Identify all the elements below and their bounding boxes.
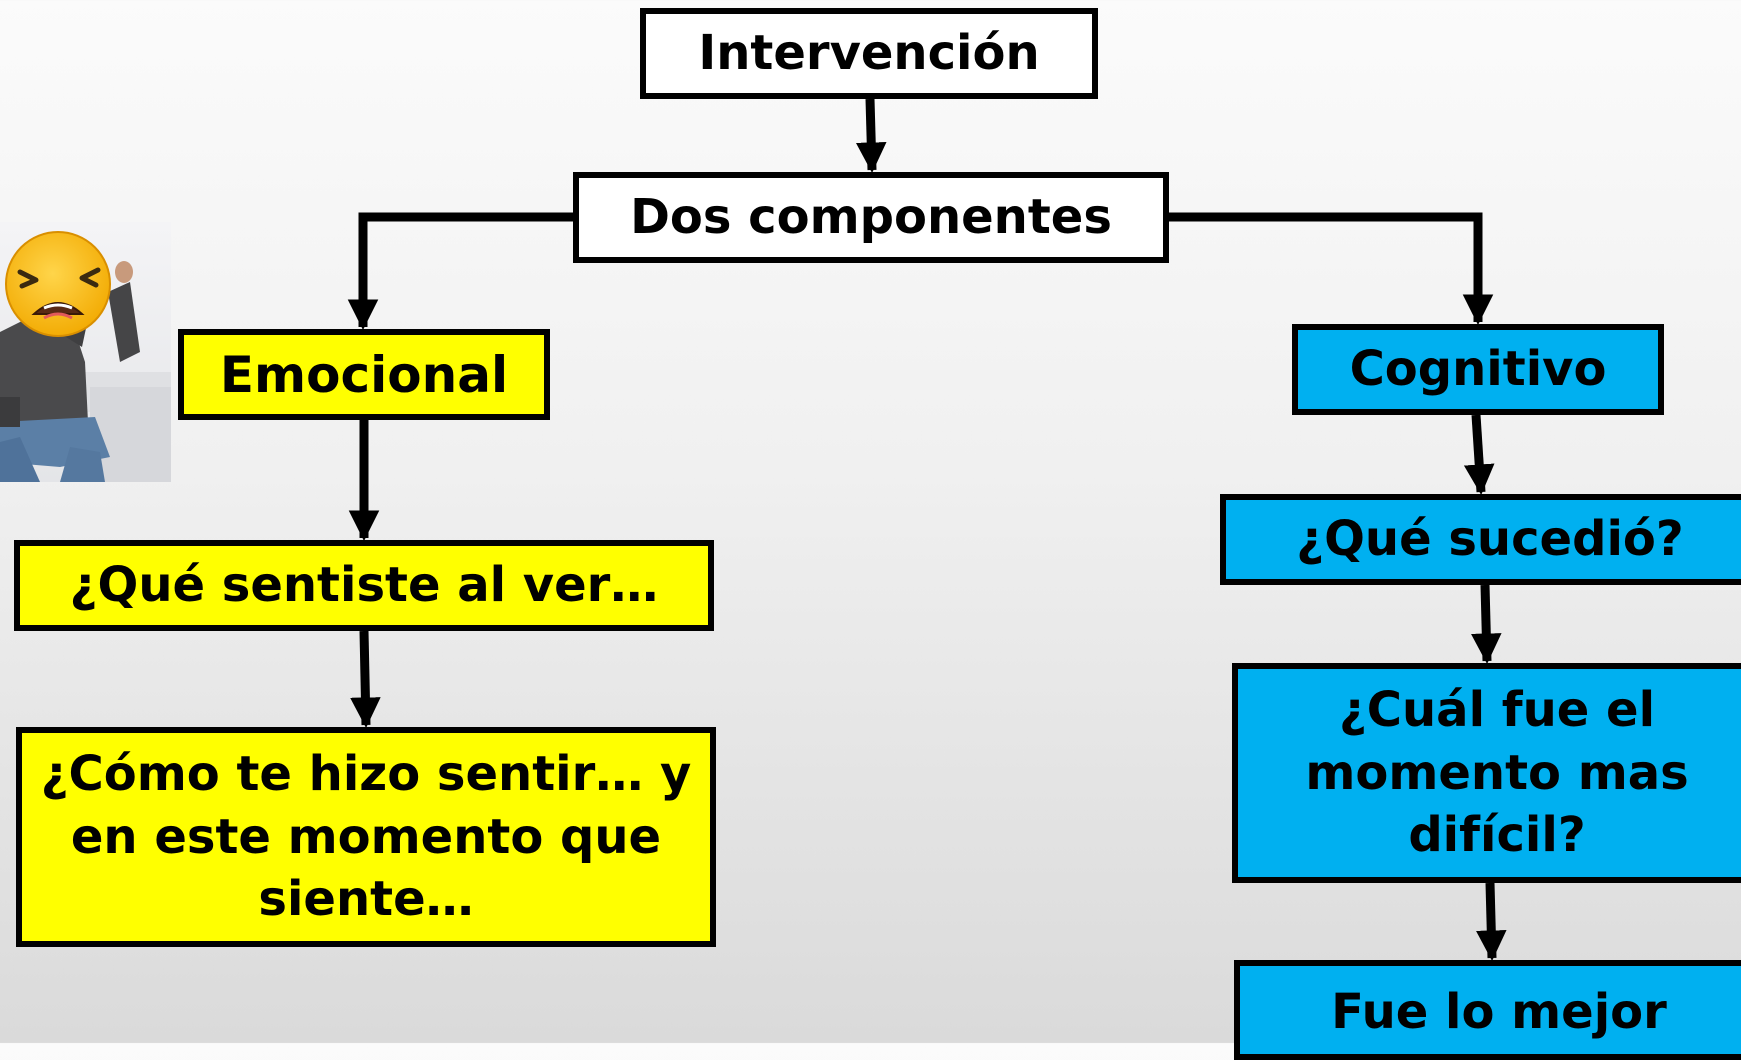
arrow-components-to-emocional: [347, 212, 573, 331]
question-sucedio-node: ¿Qué sucedió?: [1220, 494, 1741, 585]
cognitivo-node: Cognitivo: [1292, 324, 1664, 415]
crying-emoji-person-image: [0, 222, 171, 482]
root-node-label: Intervención: [698, 24, 1040, 81]
question-sentiste-node: ¿Qué sentiste al ver…: [14, 540, 714, 631]
fue-lo-mejor-label: Fue lo mejor: [1331, 984, 1667, 1040]
components-node: Dos componentes: [573, 172, 1169, 263]
components-node-label: Dos componentes: [630, 188, 1112, 245]
emocional-node-label: Emocional: [219, 345, 509, 404]
question-cual-label: ¿Cuál fue el momento mas difícil?: [1305, 682, 1689, 864]
arrow-cognitivo-to-sucedio: [1463, 414, 1495, 496]
arrow-root-to-components: [855, 98, 887, 174]
root-node: Intervención: [640, 8, 1098, 99]
arrow-sucedio-to-cual: [1470, 584, 1502, 665]
arrow-sentiste-to-como: [350, 630, 381, 729]
question-como-label: ¿Cómo te hizo sentir… y en este momento …: [40, 746, 692, 928]
fue-lo-mejor-node: Fue lo mejor: [1234, 960, 1741, 1060]
cognitivo-node-label: Cognitivo: [1349, 340, 1607, 397]
question-sucedio-label: ¿Qué sucedió?: [1296, 510, 1684, 567]
question-sentiste-label: ¿Qué sentiste al ver…: [69, 556, 659, 613]
question-cual-node: ¿Cuál fue el momento mas difícil?: [1232, 663, 1741, 883]
emocional-node: Emocional: [178, 329, 550, 420]
arrow-cual-to-fue: [1475, 882, 1507, 962]
question-como-node: ¿Cómo te hizo sentir… y en este momento …: [16, 727, 716, 947]
arrow-components-to-cognitivo: [1169, 212, 1494, 326]
